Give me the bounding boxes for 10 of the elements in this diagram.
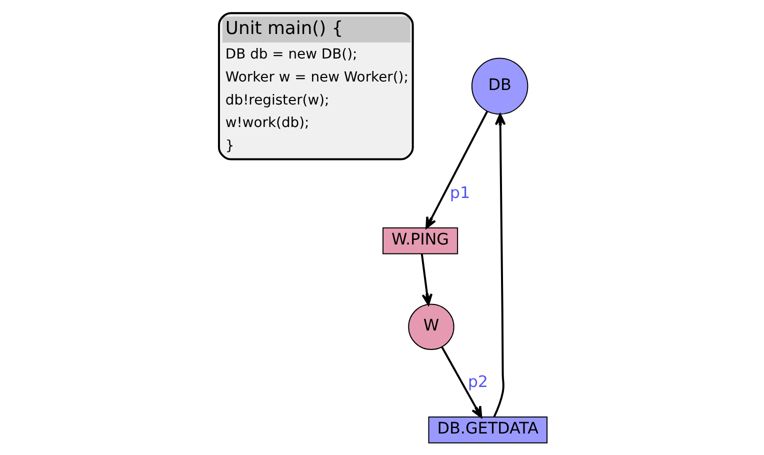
edge-label: p1: [449, 182, 470, 202]
arrow: [440, 346, 482, 418]
node-box: DB.GETDATA: [428, 416, 548, 444]
node-circle: W: [408, 304, 454, 350]
edge-label: p2: [467, 372, 488, 391]
node-circle: DB: [470, 58, 528, 115]
node-box: W.PING: [382, 227, 458, 254]
arrow: [420, 254, 432, 306]
arrow: [425, 110, 488, 229]
arrow: [492, 114, 506, 418]
